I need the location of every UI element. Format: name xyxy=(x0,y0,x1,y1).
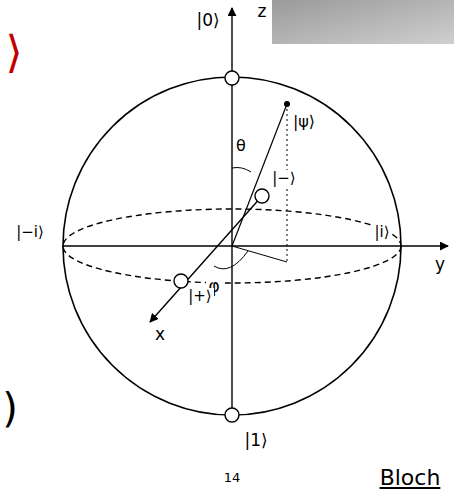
state-label: |i⟩ xyxy=(372,224,391,241)
grey-panel xyxy=(272,0,454,44)
state-marker xyxy=(255,189,269,203)
theta-arc xyxy=(232,168,251,173)
cropped-bracket: ⟩ xyxy=(3,28,24,76)
axis-label: z xyxy=(256,2,269,21)
state-marker xyxy=(225,408,239,422)
axis-label: y xyxy=(433,255,447,274)
slide-title: Bloch xyxy=(378,466,443,490)
state-label: |1⟩ xyxy=(242,431,269,450)
cropped-bracket: ) xyxy=(0,386,20,430)
x-axis xyxy=(150,196,262,322)
state-label: |ψ⟩ xyxy=(291,113,317,131)
state-label: |+⟩ xyxy=(186,288,213,305)
state-marker xyxy=(174,274,188,288)
page-number: 14 xyxy=(222,471,243,485)
z-axis xyxy=(231,8,232,415)
axis-label: x xyxy=(153,325,167,344)
y-axis xyxy=(62,245,448,246)
state-label: |0⟩ xyxy=(194,11,221,30)
state-label: |−i⟩ xyxy=(14,224,46,241)
state-marker xyxy=(225,71,239,85)
state-label: |−⟩ xyxy=(270,170,297,187)
phi-arc xyxy=(214,251,248,269)
angle-label: θ xyxy=(234,137,248,155)
